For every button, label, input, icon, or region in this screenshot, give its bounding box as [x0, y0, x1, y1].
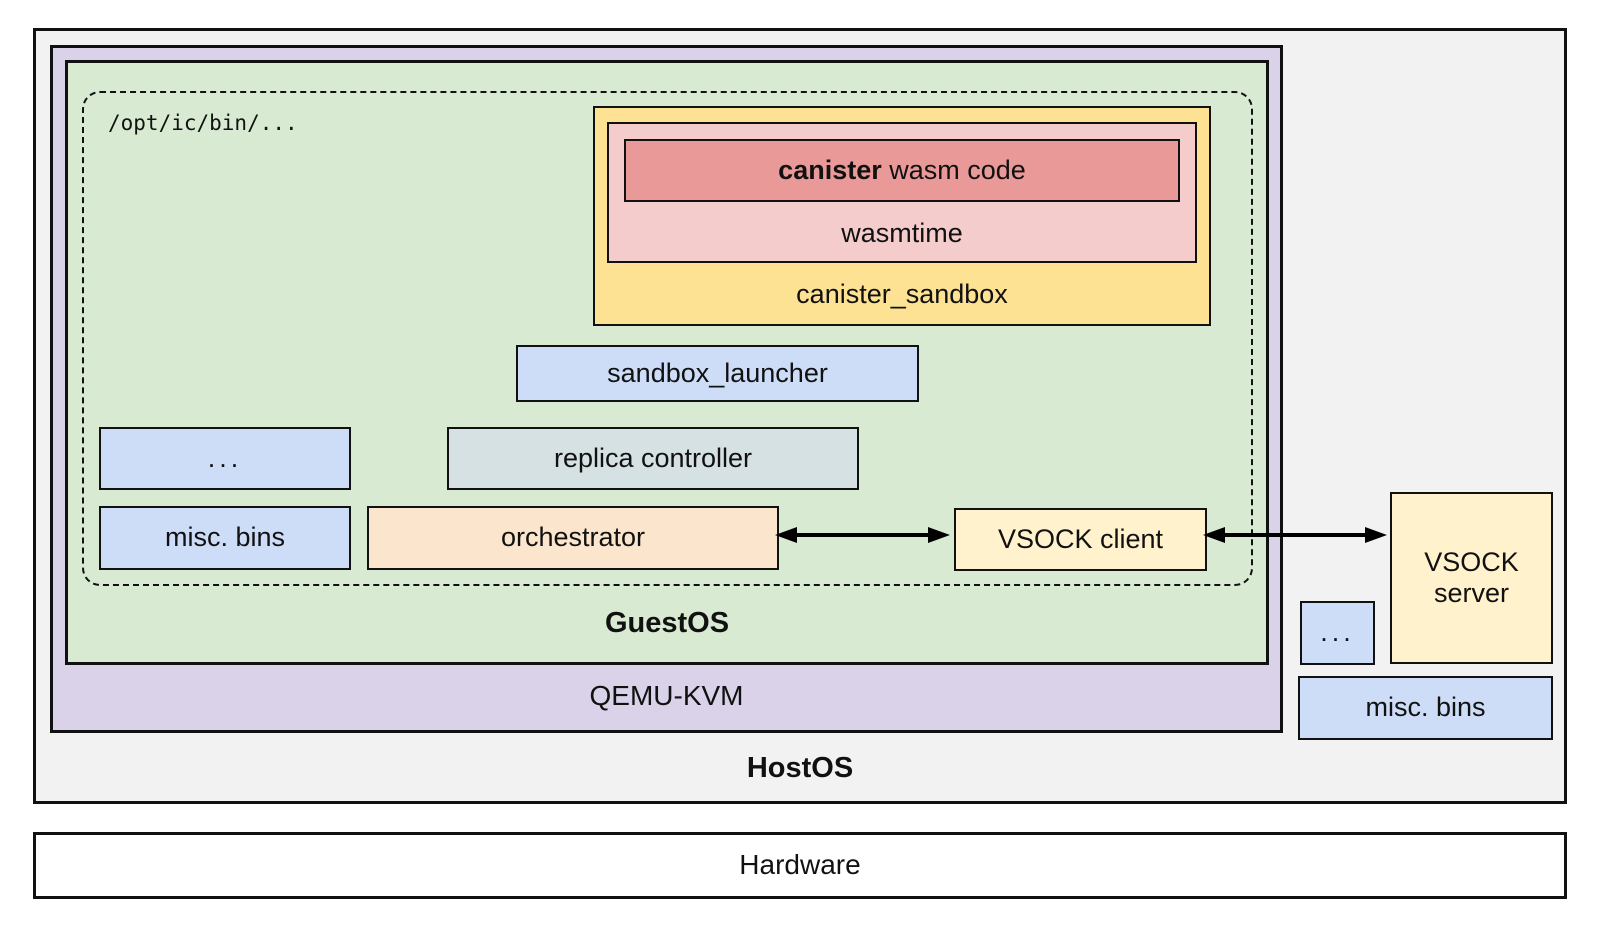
guest-misc-bins-box: misc. bins: [99, 506, 351, 570]
host-os-layer: /opt/ic/bin/... canister wasm code wasmt…: [33, 28, 1567, 804]
hardware-layer: Hardware: [33, 832, 1567, 899]
guest-os-layer: /opt/ic/bin/... canister wasm code wasmt…: [65, 60, 1269, 665]
host-misc-bins-box: misc. bins: [1298, 676, 1553, 740]
canister-wasm-code-label-bold: canister: [778, 154, 882, 185]
vsock-server-box: VSOCK server: [1390, 492, 1553, 664]
hardware-label: Hardware: [739, 849, 861, 881]
canister-sandbox-label: canister_sandbox: [796, 278, 1008, 309]
qemu-kvm-layer: /opt/ic/bin/... canister wasm code wasmt…: [50, 45, 1283, 733]
wasmtime-label: wasmtime: [841, 217, 963, 248]
canister-sandbox-box: canister wasm code wasmtime canister_san…: [593, 106, 1211, 326]
guest-os-label: GuestOS: [604, 607, 730, 639]
bin-path-label: /opt/ic/bin/...: [108, 111, 298, 135]
vsock-client-box: VSOCK client: [954, 508, 1207, 571]
canister-wasm-code-label: wasm code: [889, 154, 1026, 185]
arrow-vsock-client-vsock-server: [1203, 527, 1387, 543]
sandbox-launcher-box: sandbox_launcher: [516, 345, 919, 402]
guest-ellipsis-box: ...: [99, 427, 351, 490]
opt-ic-bin-region: /opt/ic/bin/... canister wasm code wasmt…: [82, 91, 1253, 586]
host-os-label: HostOS: [746, 752, 854, 784]
replica-controller-box: replica controller: [447, 427, 859, 490]
arrow-orchestrator-vsock-client: [775, 527, 950, 543]
wasmtime-box: canister wasm code wasmtime: [607, 122, 1197, 263]
orchestrator-box: orchestrator: [367, 506, 779, 570]
host-ellipsis-box: ...: [1300, 601, 1375, 665]
canister-wasm-code-box: canister wasm code: [624, 139, 1180, 202]
qemu-kvm-label: QEMU-KVM: [589, 680, 744, 711]
